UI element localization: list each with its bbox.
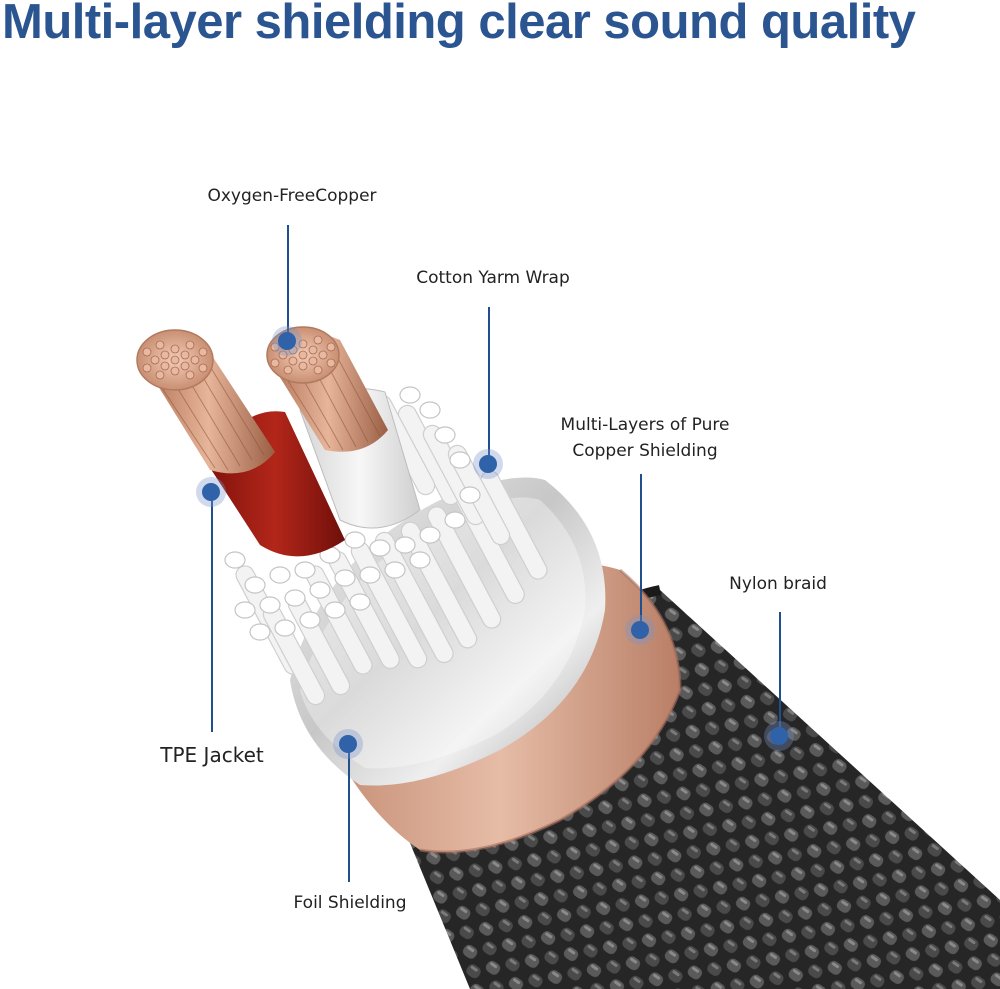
oxygen-free-copper-leader	[287, 225, 289, 341]
tpe-jacket-leader	[211, 492, 213, 732]
cotton-yarn-wrap-label: Cotton Yarm Wrap	[416, 268, 570, 288]
copper-shielding-label-line1: Multi-Layers of Pure	[561, 415, 730, 435]
tpe-jacket-marker	[202, 483, 220, 501]
oxygen-free-copper-marker	[278, 332, 296, 350]
foil-shielding-label: Foil Shielding	[294, 893, 407, 913]
cotton-yarn-wrap-leader	[488, 307, 490, 464]
nylon-braid-leader	[779, 612, 781, 736]
nylon-braid-marker	[770, 727, 788, 745]
nylon-braid-label: Nylon braid	[729, 574, 827, 594]
oxygen-free-copper-label: Oxygen-FreeCopper	[207, 186, 376, 206]
cotton-yarn-wrap-marker	[479, 455, 497, 473]
foil-shielding-marker	[339, 735, 357, 753]
foil-shielding-leader	[348, 744, 350, 882]
copper-shielding-marker	[631, 621, 649, 639]
copper-shielding-label-line2: Copper Shielding	[572, 441, 717, 461]
tpe-jacket-label: TPE Jacket	[160, 743, 263, 767]
copper-shielding-leader	[640, 474, 642, 630]
